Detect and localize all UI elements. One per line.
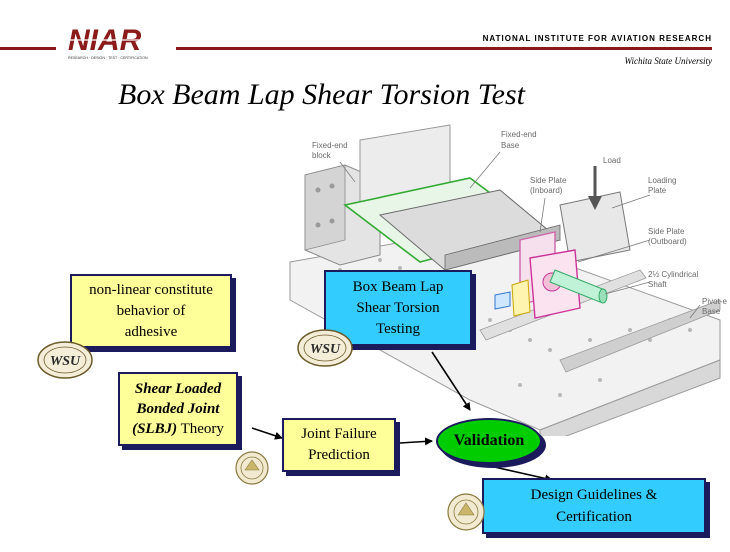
university-name: Wichita State University xyxy=(624,56,712,66)
logo-tagline: RESEARCH · DESIGN · TEST · CERTIFICATION xyxy=(68,56,148,60)
header-rule-left xyxy=(0,47,56,50)
page-title: Box Beam Lap Shear Torsion Test xyxy=(118,78,525,111)
joint-failure-line-2: Prediction xyxy=(308,447,370,463)
slbj-line-3: (SLBJ) Theory xyxy=(132,419,224,439)
slbj-theory-box: Shear Loaded Bonded Joint (SLBJ) Theory xyxy=(118,372,238,446)
slbj-line-1: Shear Loaded xyxy=(134,381,222,397)
label-fixed-end-block-2: block xyxy=(312,151,332,160)
nonlinear-behavior-box: non-linear constitute behavior of adhesi… xyxy=(70,274,232,348)
label-loading-plate-2: Plate xyxy=(648,186,667,195)
institute-name: NATIONAL INSTITUTE FOR AVIATION RESEARCH xyxy=(482,34,712,43)
slbj-line-2: Bonded Joint xyxy=(136,401,220,417)
nonlinear-line-2: behavior of xyxy=(116,302,186,319)
niar-logo: NIAR RESEARCH · DESIGN · TEST · CERTIFIC… xyxy=(68,24,166,60)
label-fixed-end-block-1: Fixed-end xyxy=(312,141,348,150)
label-side-plate-outboard-2: (Outboard) xyxy=(648,237,687,246)
box-beam-testing-box: Box Beam Lap Shear Torsion Testing xyxy=(324,270,472,346)
label-pivot-base-1: Pivot-e xyxy=(702,297,727,306)
wsu-seal-middle: WSU xyxy=(297,329,353,367)
label-shaft-2: Shaft xyxy=(648,280,667,289)
validation-ellipse: Validation xyxy=(436,418,542,464)
label-shaft-1: 2½ Cylindrical xyxy=(648,270,698,279)
design-guidelines-box: Design Guidelines & Certification xyxy=(482,478,706,534)
slbj-acronym: (SLBJ) xyxy=(132,421,178,437)
header-rule-right xyxy=(176,47,712,50)
seal-middle-text: WSU xyxy=(310,342,341,357)
wsu-seal-left: WSU xyxy=(37,341,93,379)
design-line-2: Certification xyxy=(556,509,632,525)
box-beam-line-3: Testing xyxy=(376,320,420,337)
label-load: Load xyxy=(603,156,621,165)
nonlinear-line-3: adhesive xyxy=(124,323,178,340)
label-fixed-end-base-1: Fixed-end xyxy=(501,130,537,139)
niar-seal-bottom xyxy=(447,493,485,531)
joint-failure-line-1: Joint Failure xyxy=(301,426,377,442)
slbj-theory-word: Theory xyxy=(177,421,224,437)
label-side-plate-inboard-1: Side Plate xyxy=(530,176,567,185)
seal-left-text: WSU xyxy=(50,354,81,369)
label-pivot-base-2: Base xyxy=(702,307,721,316)
label-side-plate-inboard-2: (Inboard) xyxy=(530,186,563,195)
validation-label: Validation xyxy=(453,432,525,449)
label-loading-plate-1: Loading xyxy=(648,176,676,185)
arrow-joint-failure-to-validation xyxy=(399,437,433,446)
box-beam-line-1: Box Beam Lap xyxy=(352,278,444,295)
design-line-1: Design Guidelines & xyxy=(530,487,658,503)
niar-seal-small xyxy=(235,451,269,485)
label-fixed-end-base-2: Base xyxy=(501,141,520,150)
nonlinear-line-1: non-linear constitute xyxy=(89,281,213,298)
box-beam-line-2: Shear Torsion xyxy=(356,299,440,316)
joint-failure-prediction-box: Joint Failure Prediction xyxy=(282,418,396,472)
label-side-plate-outboard-1: Side Plate xyxy=(648,227,685,236)
